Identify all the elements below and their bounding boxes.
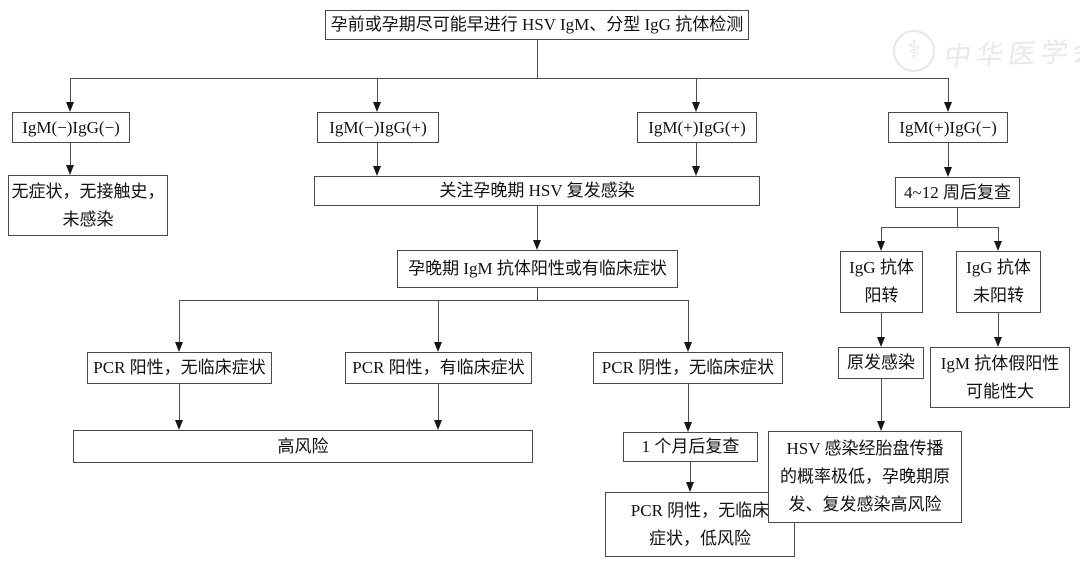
arrow-down-icon xyxy=(175,420,183,430)
flow-line xyxy=(948,78,949,103)
flow-line xyxy=(537,206,538,241)
flow-line xyxy=(998,313,999,338)
arrow-down-icon xyxy=(684,422,692,432)
arrow-down-icon xyxy=(684,342,692,352)
flow-line xyxy=(438,300,439,343)
emblem-glyph: ⚕ xyxy=(906,36,922,65)
arrow-down-icon xyxy=(692,166,700,176)
node-igg-seroconverted: IgG 抗体 阳转 xyxy=(840,251,923,313)
node-high-risk: 高风险 xyxy=(73,430,533,463)
flow-line xyxy=(881,379,882,422)
node-label: 高风险 xyxy=(277,436,329,456)
node-initial-screening: 孕前或孕期尽可能早进行 HSV IgM、分型 IgG 抗体检测 xyxy=(325,10,749,40)
flow-line xyxy=(70,143,71,166)
arrow-down-icon xyxy=(944,167,952,177)
node-label: 孕前或孕期尽可能早进行 HSV IgM、分型 IgG 抗体检测 xyxy=(330,15,744,34)
flow-line xyxy=(70,78,71,103)
arrow-down-icon xyxy=(877,337,885,347)
node-label: IgM(−)IgG(−) xyxy=(22,117,120,137)
flow-line xyxy=(998,227,999,242)
node-label: IgM 抗体假阳性 可能性大 xyxy=(940,353,1060,401)
node-pcr-pos-no-symptom: PCR 阳性，无临床症状 xyxy=(87,352,272,384)
node-igm-neg-igg-pos: IgM(−)IgG(+) xyxy=(317,112,439,143)
node-igm-pos-igg-neg: IgM(+)IgG(−) xyxy=(888,112,1008,143)
node-igm-neg-igg-neg: IgM(−)IgG(−) xyxy=(12,112,130,143)
node-hsv-placental-note: HSV 感染经胎盘传播 的概率极低，孕晚期原 发、复发感染高风险 xyxy=(768,431,962,523)
node-label: 4~12 周后复查 xyxy=(904,182,1011,202)
arrow-down-icon xyxy=(994,241,1002,251)
node-igm-false-positive: IgM 抗体假阳性 可能性大 xyxy=(930,347,1070,408)
watermark-org-text: 中华医学会 xyxy=(942,35,1080,72)
arrow-down-icon xyxy=(994,337,1002,347)
node-label: 无症状，无接触史， 未感染 xyxy=(11,181,165,229)
flow-line xyxy=(179,384,180,421)
node-recheck-4-12-weeks: 4~12 周后复查 xyxy=(895,177,1020,208)
arrow-down-icon xyxy=(944,102,952,112)
flow-line xyxy=(537,40,538,78)
node-label: IgM(−)IgG(+) xyxy=(329,117,427,137)
node-label: 原发感染 xyxy=(847,353,915,372)
flow-line xyxy=(688,384,689,423)
flow-line xyxy=(688,300,689,343)
node-label: IgM(+)IgG(−) xyxy=(899,117,997,137)
flow-line xyxy=(179,300,180,343)
node-label: IgG 抗体 未阳转 xyxy=(966,258,1031,305)
arrow-down-icon xyxy=(434,420,442,430)
flow-line xyxy=(70,78,949,79)
node-no-symptom-not-infected: 无症状，无接触史， 未感染 xyxy=(8,175,168,236)
node-label: IgG 抗体 阳转 xyxy=(849,258,914,305)
node-label: 关注孕晚期 HSV 复发感染 xyxy=(439,181,635,200)
node-pcr-neg-low-risk: PCR 阴性，无临床 症状，低风险 xyxy=(605,492,795,557)
node-label: 孕晚期 IgM 抗体阳性或有临床症状 xyxy=(408,259,667,278)
flow-line xyxy=(690,462,691,483)
flow-line xyxy=(881,313,882,338)
flow-line xyxy=(696,78,697,103)
medical-serpent-emblem-icon: ⚕ xyxy=(893,30,935,72)
node-watch-late-recurrence: 关注孕晚期 HSV 复发感染 xyxy=(314,176,760,206)
arrow-down-icon xyxy=(373,102,381,112)
watermark: ⚕ 中华医学会 xyxy=(893,26,1080,76)
arrow-down-icon xyxy=(692,102,700,112)
node-primary-infection: 原发感染 xyxy=(838,347,924,379)
arrow-down-icon xyxy=(877,421,885,431)
flow-line xyxy=(537,288,538,301)
node-label: PCR 阴性，无临床 症状，低风险 xyxy=(630,500,770,548)
flow-line xyxy=(438,384,439,421)
arrow-down-icon xyxy=(66,165,74,175)
arrow-down-icon xyxy=(533,240,541,250)
arrow-down-icon xyxy=(175,342,183,352)
arrow-down-icon xyxy=(686,482,694,492)
flow-line xyxy=(696,143,697,167)
node-late-igm-positive: 孕晚期 IgM 抗体阳性或有临床症状 xyxy=(397,250,678,288)
node-recheck-1-month: 1 个月后复查 xyxy=(623,432,758,462)
flow-line xyxy=(179,300,688,301)
arrow-down-icon xyxy=(373,166,381,176)
flow-line xyxy=(377,143,378,167)
flow-line xyxy=(881,227,882,242)
node-label: PCR 阳性，无临床症状 xyxy=(93,358,266,377)
node-label: PCR 阳性，有临床症状 xyxy=(352,358,525,377)
flow-line xyxy=(948,143,949,168)
node-igm-pos-igg-pos: IgM(+)IgG(+) xyxy=(637,112,757,143)
node-label: HSV 感染经胎盘传播 的概率极低，孕晚期原 发、复发感染高风险 xyxy=(780,439,950,514)
node-label: PCR 阴性，无临床症状 xyxy=(601,358,775,377)
node-pcr-neg-no-symptom: PCR 阴性，无临床症状 xyxy=(593,352,783,384)
arrow-down-icon xyxy=(434,342,442,352)
arrow-down-icon xyxy=(877,241,885,251)
node-label: IgM(+)IgG(+) xyxy=(648,117,746,137)
flow-line xyxy=(881,227,998,228)
node-label: 1 个月后复查 xyxy=(641,437,740,456)
arrow-down-icon xyxy=(66,102,74,112)
node-igg-not-seroconverted: IgG 抗体 未阳转 xyxy=(956,251,1041,313)
flow-line xyxy=(377,78,378,103)
node-pcr-pos-symptom: PCR 阳性，有临床症状 xyxy=(345,352,532,384)
flow-line xyxy=(957,208,958,227)
